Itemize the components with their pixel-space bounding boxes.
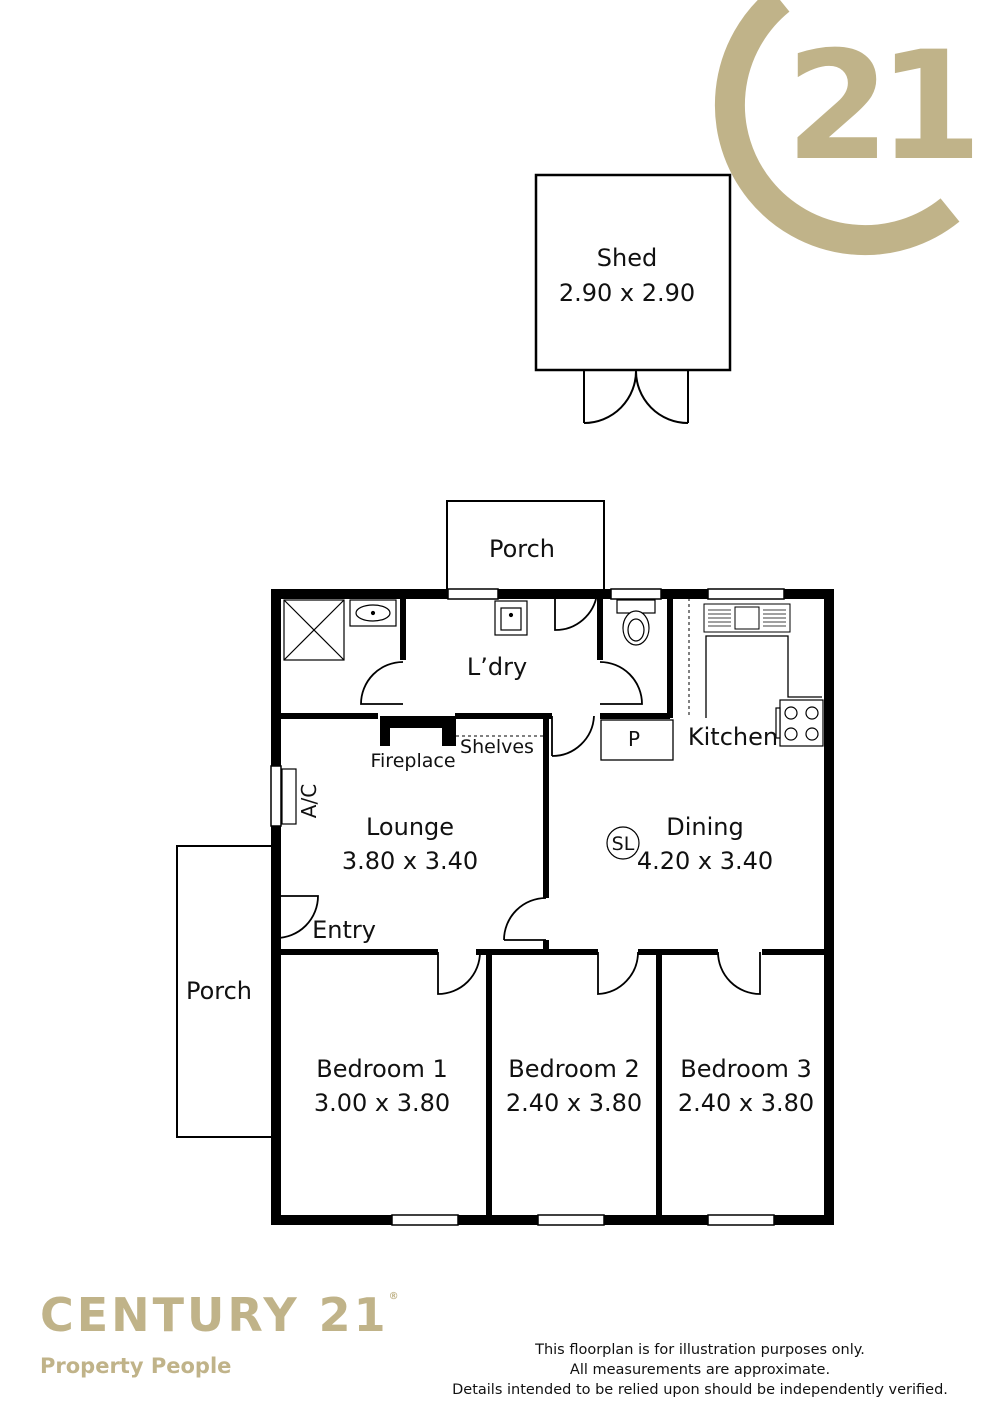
outer-walls [271, 589, 834, 1225]
dining-label: Dining [666, 813, 743, 841]
entry-label: Entry [312, 916, 376, 944]
kitchen-sink-icon [703, 603, 791, 633]
bedroom3-label: Bedroom 3 [680, 1055, 811, 1083]
pantry-label: P [628, 727, 640, 751]
brand-tagline: Property People [40, 1354, 232, 1378]
bedroom1-size: 3.00 x 3.80 [314, 1089, 450, 1117]
lounge-label: Lounge [366, 813, 454, 841]
cooktop-icon [775, 699, 824, 747]
porch-left: Porch [176, 845, 276, 1138]
shed-label: Shed [597, 244, 657, 272]
ac-label: A/C [297, 784, 321, 818]
windows [270, 588, 785, 1226]
disclaimer-line-1: This floorplan is for illustration purpo… [535, 1342, 865, 1358]
disclaimer-line-3: Details intended to be relied upon shoul… [452, 1382, 948, 1398]
bedroom1-label: Bedroom 1 [316, 1055, 447, 1083]
lounge-size: 3.80 x 3.40 [342, 847, 478, 875]
bedroom3-size: 2.40 x 3.80 [678, 1089, 814, 1117]
kitchen-bench [688, 598, 822, 718]
disclaimer: This floorplan is for illustration purpo… [420, 1340, 980, 1400]
logo-mark-text: 21 [786, 20, 973, 194]
laundry-tub-icon [494, 600, 528, 636]
sliding-door-marker: SL [606, 826, 640, 860]
dining-size: 4.20 x 3.40 [637, 847, 773, 875]
porch-top-label: Porch [489, 535, 555, 563]
fireplace-label: Fireplace [370, 750, 455, 772]
logo-ring [714, 0, 960, 256]
registered-mark: ® [388, 1291, 399, 1302]
doors [275, 593, 761, 995]
brand-name: CENTURY 21 [40, 1288, 389, 1342]
shed-size: 2.90 x 2.90 [559, 279, 695, 307]
century21-logo-mark: 21 [714, 0, 985, 256]
porch-left-label: Porch [186, 977, 252, 1005]
disclaimer-line-2: All measurements are approximate. [569, 1362, 831, 1378]
basin-icon [349, 599, 397, 627]
sliding-door-label: SL [612, 833, 635, 855]
shed: Shed 2.90 x 2.90 [534, 173, 732, 424]
toilet-icon [616, 599, 656, 646]
interior-walls [276, 594, 829, 1220]
shelves-label: Shelves [460, 736, 534, 758]
kitchen-label: Kitchen [688, 723, 778, 751]
fireplace-block [380, 716, 456, 746]
laundry-label: L’dry [467, 653, 527, 681]
bedroom2-label: Bedroom 2 [508, 1055, 639, 1083]
shower-icon [283, 599, 345, 661]
brand-wordmark: CENTURY 21® [40, 1291, 399, 1339]
ac-unit-icon: A/C [281, 768, 321, 825]
pantry-box: P [600, 719, 674, 761]
bedroom2-size: 2.40 x 3.80 [506, 1089, 642, 1117]
porch-top: Porch [446, 500, 605, 594]
